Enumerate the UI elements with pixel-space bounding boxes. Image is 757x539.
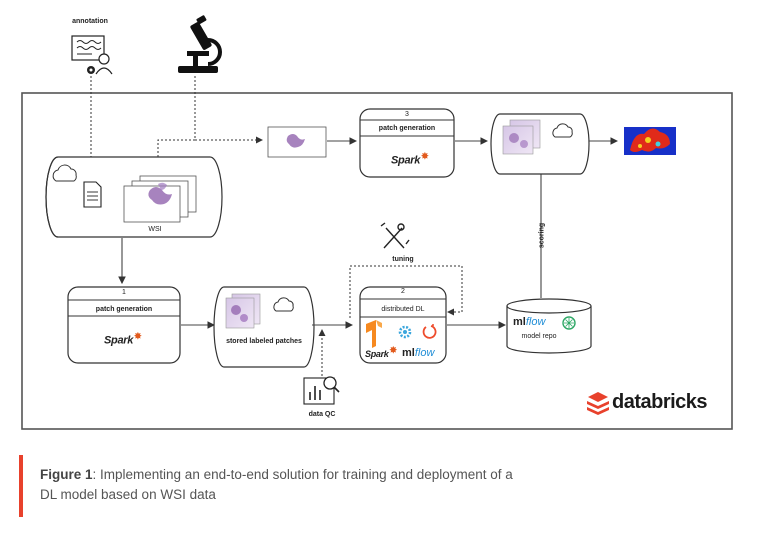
databricks-icon	[587, 392, 609, 415]
document-icon	[83, 181, 102, 208]
step-2-label: 2	[401, 288, 405, 295]
cloud-icon	[552, 123, 573, 138]
cloud-icon	[273, 297, 294, 312]
pytorch-icon	[422, 324, 437, 339]
annotation-label: annotation	[72, 18, 108, 25]
patch-generation-1-box	[67, 286, 181, 364]
data-qc-label: data QC	[308, 411, 336, 418]
tuning-label: tuning	[392, 256, 414, 263]
wsi-slides	[123, 175, 197, 223]
patch-generation-3-label: patch generation	[378, 125, 436, 132]
sklearn-style-icon	[562, 316, 576, 330]
patch-generation-1-label: patch generation	[95, 306, 153, 313]
step-1-label: 1	[122, 289, 126, 296]
mlflow-logo: mlflow	[402, 347, 435, 359]
figure-label: Figure 1	[40, 467, 93, 482]
pipeline-frame	[21, 92, 733, 430]
distributed-dl-box	[359, 286, 447, 364]
figure-caption: Figure 1: Implementing an end-to-end sol…	[40, 465, 520, 505]
distributed-dl-label: distributed DL	[381, 306, 425, 313]
cloud-icon	[52, 164, 77, 182]
annotation-icon	[71, 35, 113, 75]
step-3-label: 3	[405, 111, 409, 118]
patch-generation-3-box	[359, 108, 455, 178]
spark-logo: Spark✸	[104, 331, 142, 347]
spark-logo: Spark✸	[365, 345, 397, 359]
settings-icon	[398, 325, 412, 339]
model-repo-label: model repo	[521, 333, 557, 340]
chart-magnifier-icon	[303, 376, 340, 405]
mlflow-logo: mlflow	[513, 316, 546, 328]
patch-thumbnail	[267, 126, 327, 158]
wsi-label: WSI	[148, 226, 162, 233]
microscope-icon	[178, 15, 222, 73]
tools-icon	[380, 222, 410, 249]
scoring-label: scoring	[538, 222, 546, 249]
tensorflow-icon	[366, 320, 382, 348]
caption-text: : Implementing an end-to-end solution fo…	[40, 467, 513, 502]
stored-patches-label: stored labeled patches	[226, 338, 302, 345]
databricks-logo: databricks	[612, 391, 708, 413]
patch-images	[225, 293, 261, 329]
caption-accent-bar	[19, 455, 23, 517]
scored-patch-images	[502, 119, 541, 155]
spark-logo: Spark✸	[391, 151, 429, 167]
heatmap-output	[624, 127, 676, 155]
